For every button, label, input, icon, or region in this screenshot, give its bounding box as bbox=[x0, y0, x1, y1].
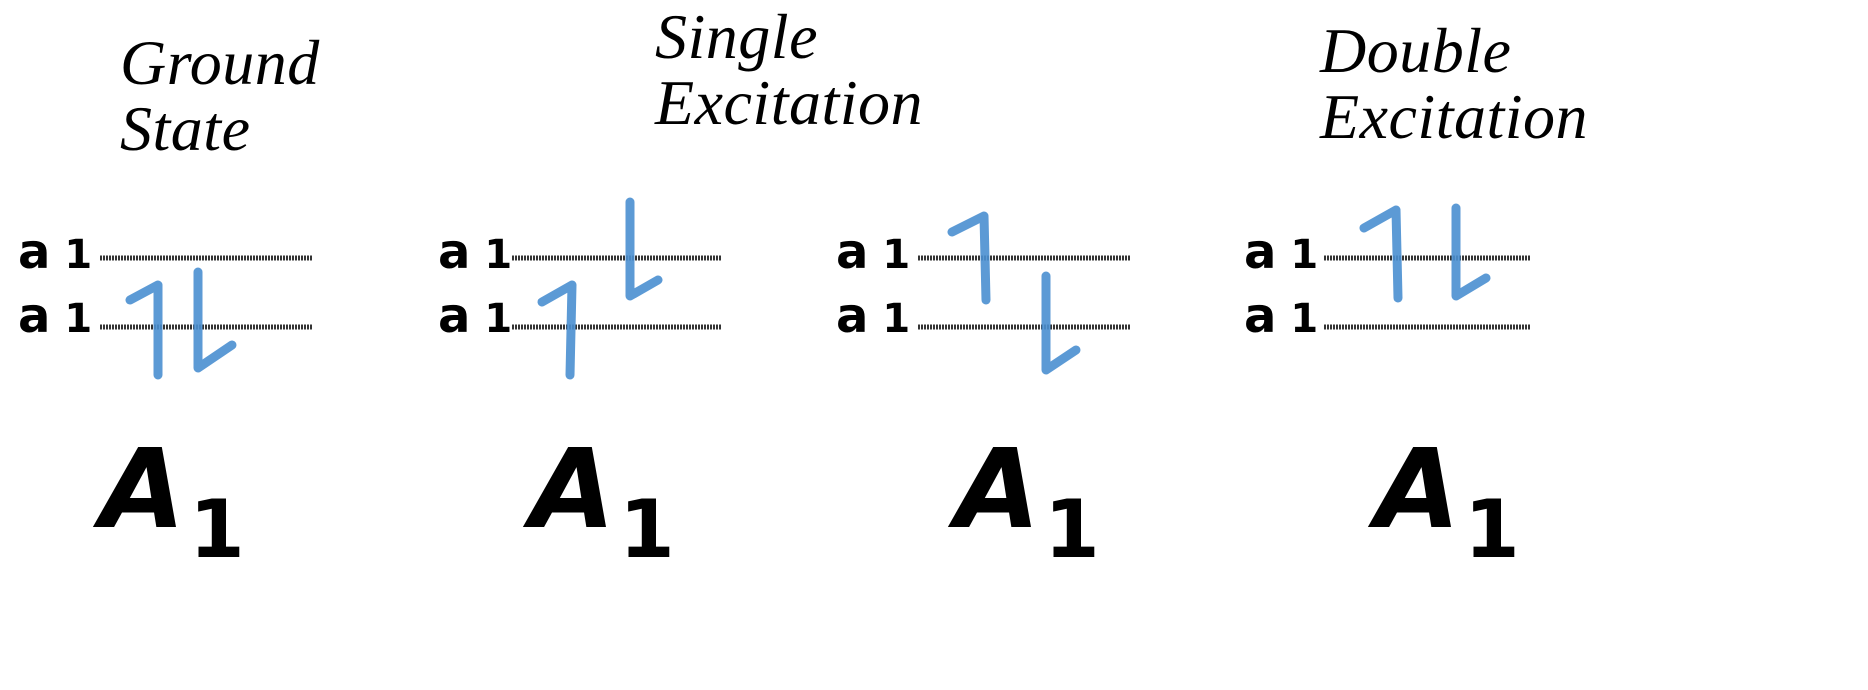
title-ground-state: Ground State bbox=[120, 30, 320, 162]
spin-up-arrow bbox=[1359, 205, 1403, 303]
term-symbol-double: A1 bbox=[1375, 425, 1520, 576]
title-double-line1: Double bbox=[1320, 15, 1512, 86]
diagram-ground bbox=[100, 255, 312, 380]
title-single-line2: Excitation bbox=[655, 67, 924, 138]
spin-down-arrow bbox=[1041, 271, 1081, 375]
spin-down-arrow bbox=[193, 267, 237, 373]
spin-up-arrow bbox=[537, 280, 577, 380]
title-ground-line2: State bbox=[120, 93, 251, 164]
spin-down-arrow bbox=[625, 197, 663, 301]
title-single-excitation: Single Excitation bbox=[655, 4, 923, 136]
term-symbol-ground: A1 bbox=[100, 425, 245, 576]
title-double-line2: Excitation bbox=[1320, 81, 1589, 152]
title-single-line1: Single bbox=[655, 1, 818, 72]
term-symbol-single-1: A1 bbox=[530, 425, 675, 576]
title-ground-line1: Ground bbox=[120, 27, 320, 98]
spin-down-arrow bbox=[1451, 203, 1491, 301]
diagram-single-2 bbox=[918, 211, 1130, 375]
diagram-double bbox=[1324, 203, 1530, 330]
spin-up-arrow bbox=[947, 211, 991, 305]
title-double-excitation: Double Excitation bbox=[1320, 18, 1588, 150]
diagram-single-1 bbox=[512, 197, 722, 380]
term-symbol-single-2: A1 bbox=[955, 425, 1100, 576]
spin-up-arrow bbox=[125, 280, 163, 380]
